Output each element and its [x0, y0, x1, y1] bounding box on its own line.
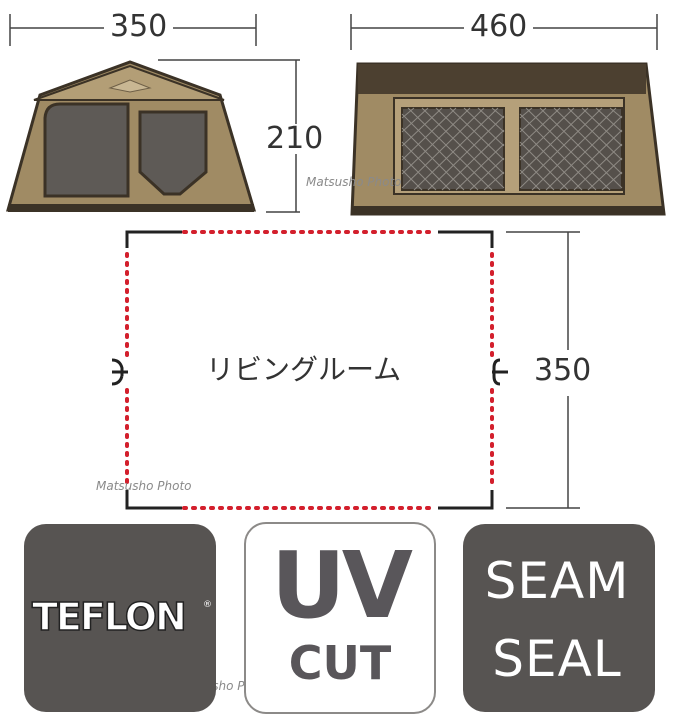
registered-mark: ® [203, 600, 212, 610]
teflon-badge [24, 524, 216, 712]
uv-text: UV [271, 532, 413, 639]
seal-text: SEAL [492, 630, 622, 688]
height-label: 210 [262, 124, 328, 154]
uv-cut-badge [244, 522, 436, 714]
floor-plan [111, 230, 580, 510]
front-width-label: 350 [104, 12, 174, 42]
floor-depth-dimension [506, 231, 580, 509]
tent-front-view [6, 60, 257, 212]
floor-depth-label: 350 [530, 356, 596, 386]
living-room-label: リビングルーム [206, 353, 402, 386]
tent-side-view [350, 62, 666, 216]
seam-seal-badge [463, 524, 655, 712]
cut-text: CUT [288, 636, 392, 690]
seam-text: SEAM [484, 552, 630, 610]
side-width-label: 460 [464, 12, 534, 42]
watermark: Matsusho Photo [96, 479, 192, 493]
watermark: Matsusho Photo [306, 175, 402, 189]
floor-corners [111, 230, 508, 510]
mesh-pattern [401, 107, 623, 191]
teflon-logo-text: TEFLON [31, 595, 187, 639]
dotted-edges [125, 230, 494, 510]
